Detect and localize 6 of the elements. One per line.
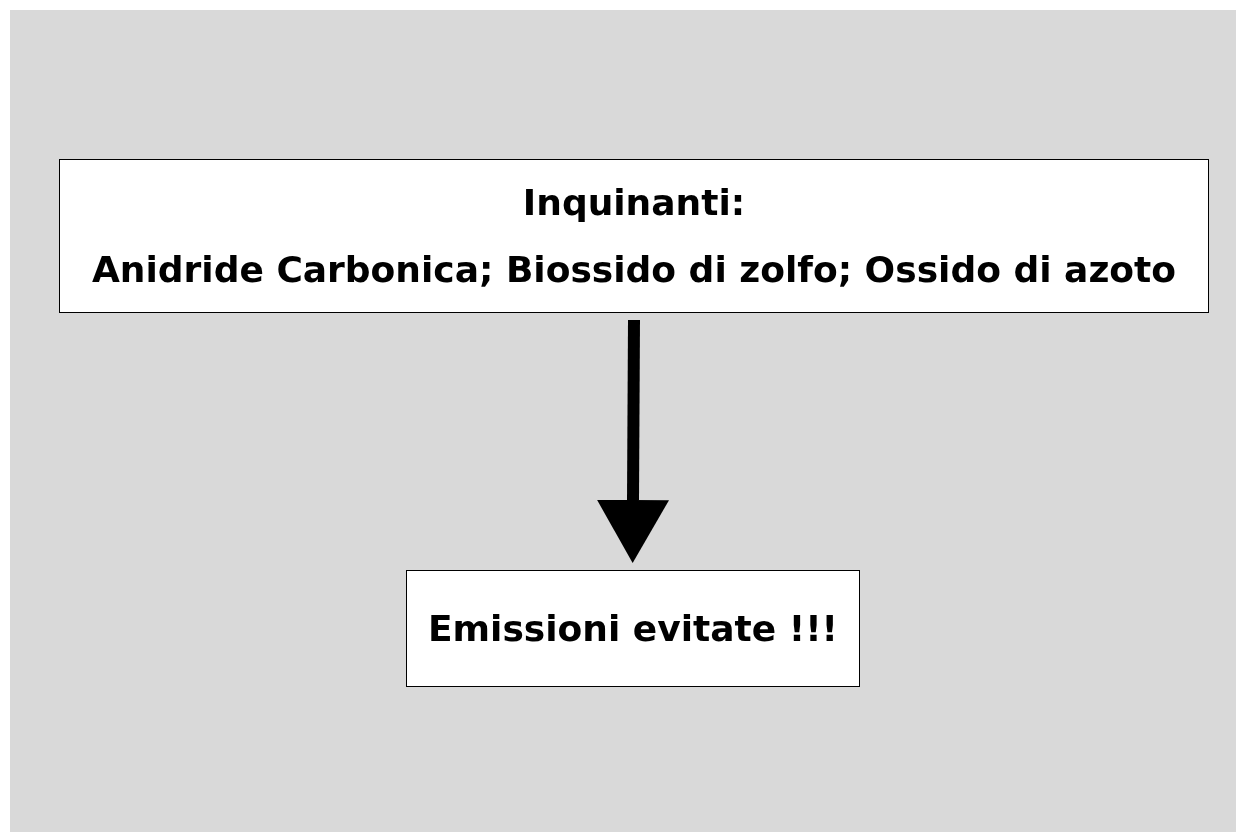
box-text: Anidride Carbonica; Biossido di zolfo; Ossido di azoto xyxy=(91,249,1176,290)
arrow xyxy=(597,319,669,563)
text-box xyxy=(406,570,860,687)
box-text: Emissioni evitate !!! xyxy=(428,608,838,649)
text-box xyxy=(59,159,1209,313)
box-text: Inquinanti: xyxy=(522,182,746,223)
